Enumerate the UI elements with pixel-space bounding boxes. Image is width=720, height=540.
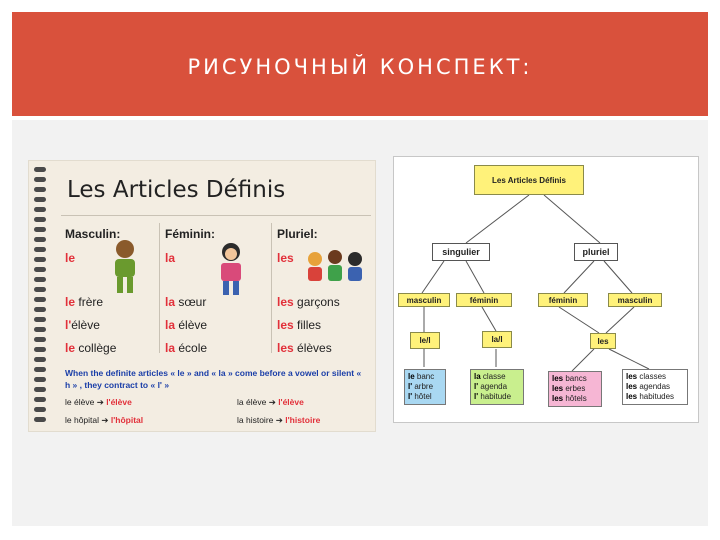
connector-lines: [421, 194, 650, 372]
example-box-plural-feminin: les bancs les erbes les hôtels: [548, 371, 602, 407]
spiral-ring: [34, 257, 46, 262]
word-item: l'élève: [65, 318, 100, 332]
spiral-ring: [34, 327, 46, 332]
divider: [61, 215, 371, 216]
spiral-ring: [34, 267, 46, 272]
spiral-ring: [34, 357, 46, 362]
spiral-ring: [34, 207, 46, 212]
example-item: la élève ➔ l'élève: [237, 397, 304, 407]
spiral-ring: [34, 347, 46, 352]
spiral-ring: [34, 337, 46, 342]
example-box-masculin: le banc l' arbre l' hôtel: [404, 369, 446, 405]
notebook-title: Les Articles Définis: [67, 177, 286, 203]
map-node-les: les: [590, 333, 616, 349]
word-item: les garçons: [277, 295, 340, 309]
map-node-feminin: féminin: [538, 293, 588, 307]
spiral-ring: [34, 317, 46, 322]
spiral-ring: [34, 217, 46, 222]
spiral-ring: [34, 287, 46, 292]
slide-title: РИСУНОЧНЫЙ КОНСПЕКТ:: [187, 55, 533, 79]
map-node-masculin: masculin: [608, 293, 662, 307]
girl-illustration: [221, 243, 241, 295]
spiral-ring: [34, 177, 46, 182]
notebook-image: Les Articles Définis Masculin: Féminin: …: [28, 160, 376, 432]
spiral-ring: [34, 227, 46, 232]
word-item: le frère: [65, 295, 104, 309]
column-divider: [159, 223, 160, 353]
map-node-feminin: féminin: [456, 293, 512, 307]
spiral-ring: [34, 297, 46, 302]
column-divider: [271, 223, 272, 353]
map-root-node: Les Articles Définis: [474, 165, 584, 195]
map-node-masculin: masculin: [398, 293, 450, 307]
word-item: les filles: [277, 318, 322, 332]
spiral-ring: [34, 377, 46, 382]
example-item: le hôpital ➔ l'hôpital: [65, 415, 144, 425]
boy-illustration: [115, 240, 135, 293]
spiral-ring: [34, 167, 46, 172]
example-box-feminin: la classe l' agenda l' habitude: [470, 369, 524, 405]
contraction-rule: When the definite articles « le » and « …: [65, 368, 362, 390]
map-node-pluriel: pluriel: [574, 243, 618, 261]
spiral-ring: [34, 187, 46, 192]
example-item: le élève ➔ l'élève: [65, 397, 132, 407]
article-les: les: [277, 251, 294, 265]
spiral-ring: [34, 237, 46, 242]
example-item: la histoire ➔ l'histoire: [237, 415, 321, 425]
column-head-feminin: Féminin:: [165, 227, 215, 241]
spiral-ring: [34, 307, 46, 312]
word-item: la école: [165, 341, 208, 355]
column-head-masculin: Masculin:: [65, 227, 121, 241]
title-bar: РИСУНОЧНЫЙ КОНСПЕКТ:: [12, 12, 708, 116]
spiral-ring: [34, 417, 46, 422]
map-node-singulier: singulier: [432, 243, 490, 261]
word-item: le collège: [65, 341, 117, 355]
word-item: les élèves: [277, 341, 332, 355]
column-head-pluriel: Pluriel:: [277, 227, 318, 241]
example-box-plural-masculin: les classes les agendas les habitudes: [622, 369, 688, 405]
concept-map: Les Articles Définis singulier pluriel m…: [393, 156, 699, 423]
article-la: la: [165, 251, 176, 265]
spiral-ring: [34, 367, 46, 372]
spiral-ring: [34, 197, 46, 202]
word-item: la sœur: [165, 295, 207, 309]
word-item: la élève: [165, 318, 208, 332]
spiral-ring: [34, 277, 46, 282]
spiral-ring: [34, 397, 46, 402]
map-node-la-l: la/l: [482, 331, 512, 348]
spiral-ring: [34, 247, 46, 252]
spiral-ring: [34, 387, 46, 392]
article-le: le: [65, 251, 76, 265]
group-illustration: [308, 250, 362, 281]
notebook-spiral: [29, 161, 51, 431]
map-node-le-l: le/l: [410, 332, 440, 349]
spiral-ring: [34, 407, 46, 412]
